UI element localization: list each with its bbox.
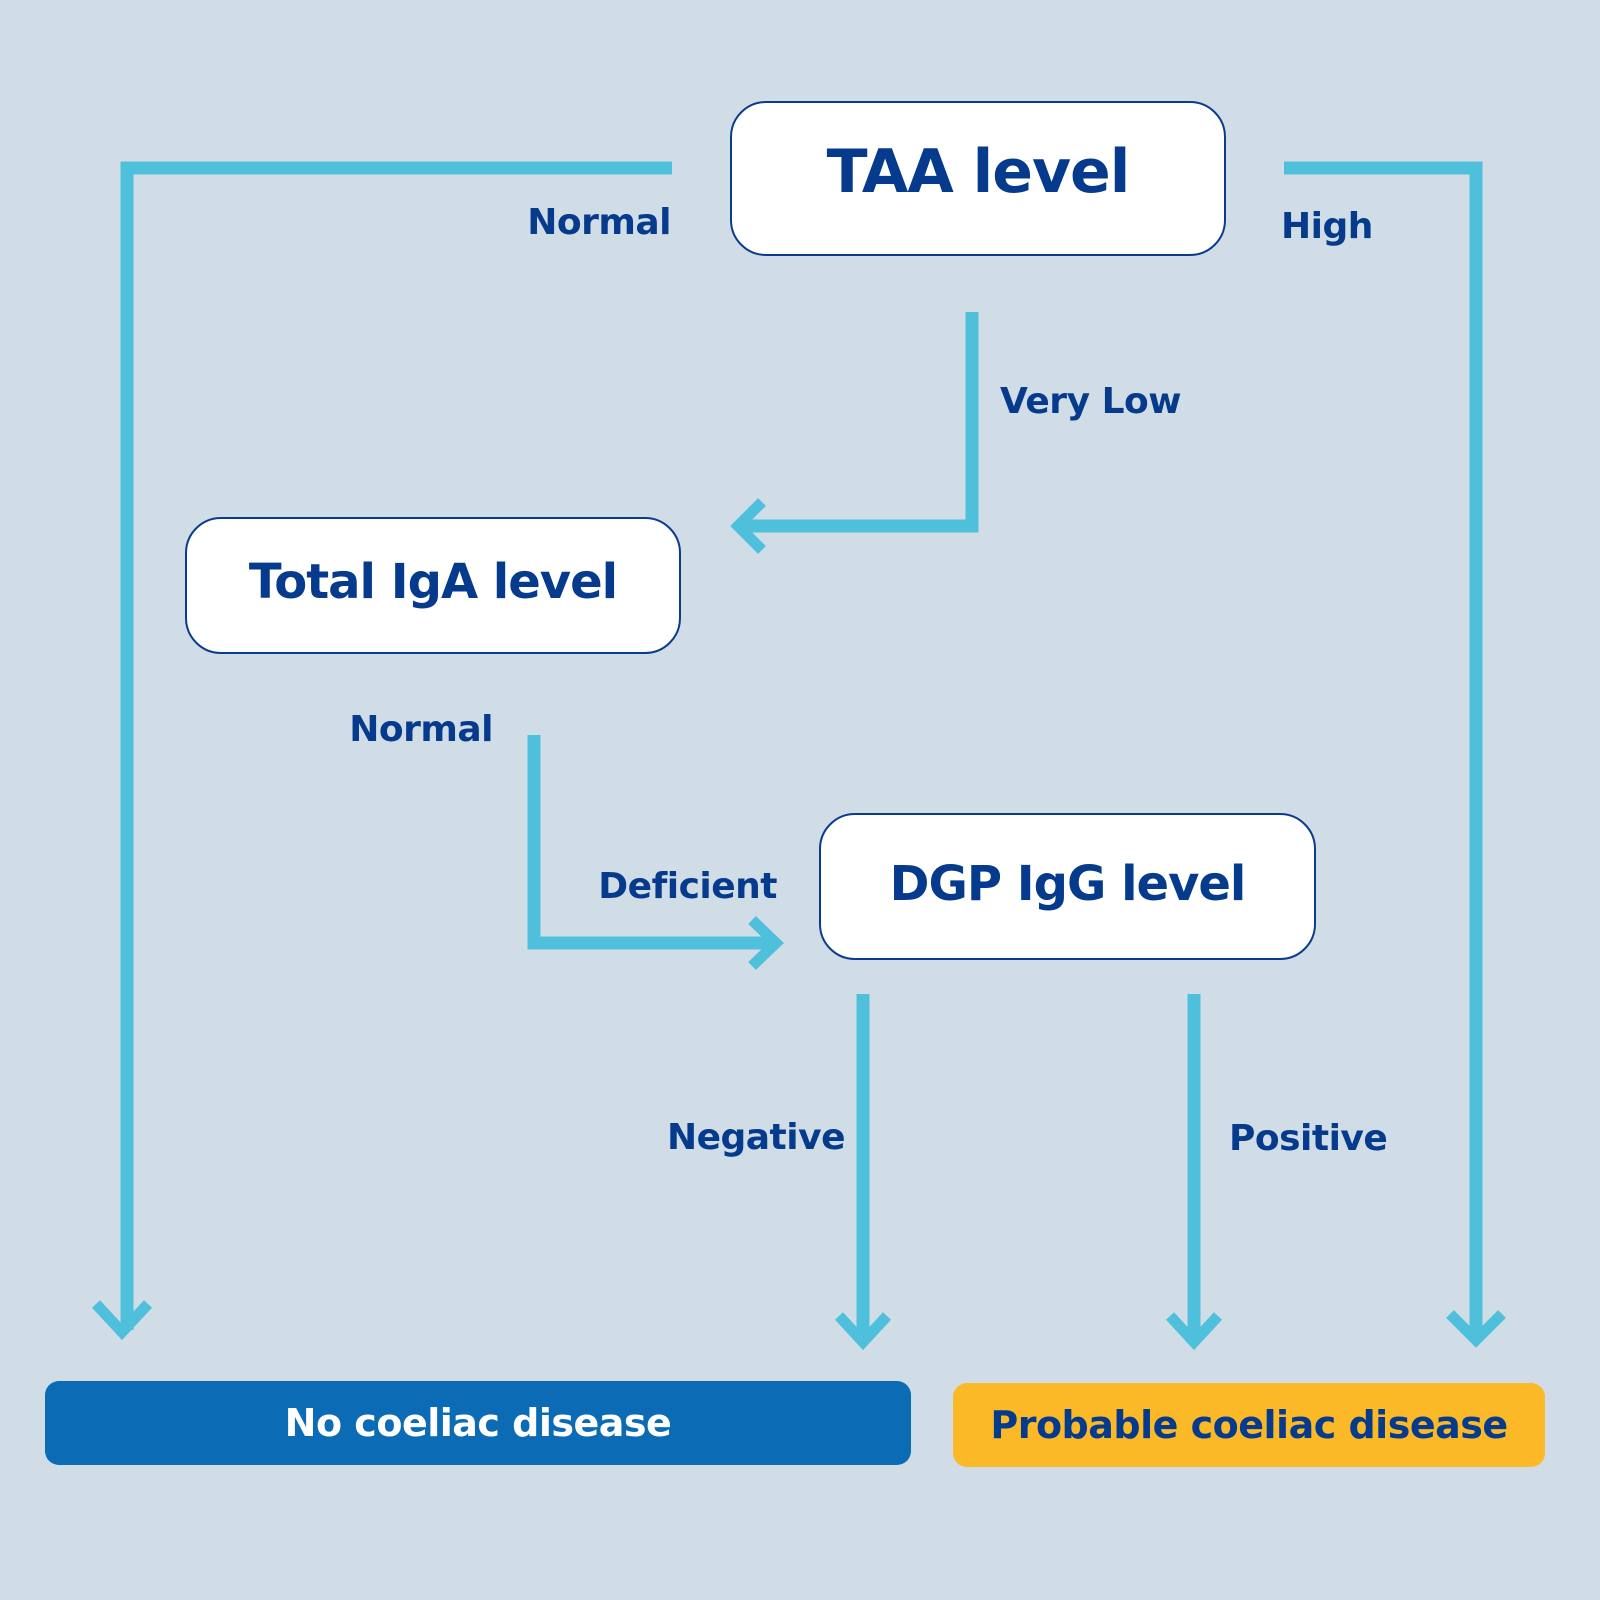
- outcome-probable-label: Probable coeliac disease: [990, 1403, 1508, 1447]
- edge-label-taa-normal: Normal: [527, 202, 671, 243]
- arrowhead-down-icon: [1446, 1310, 1506, 1348]
- connector-iga-deficient: [527, 735, 774, 950]
- edge-label-dgp-positive: Positive: [1229, 1118, 1388, 1159]
- node-total-iga-label: Total IgA level: [248, 553, 618, 610]
- edge-label-dgp-negative: Negative: [666, 1117, 846, 1158]
- connector-taa-high: [1284, 161, 1483, 1336]
- edge-label-taa-very-low: Very Low: [1000, 381, 1182, 422]
- outcome-probable-coeliac-disease: Probable coeliac disease: [953, 1383, 1545, 1467]
- edge-label-taa-high: High: [1281, 206, 1373, 247]
- outcome-no-coeliac-disease: No coeliac disease: [45, 1381, 911, 1465]
- node-dgp-igg-level: DGP IgG level: [819, 813, 1316, 960]
- arrowhead-down-icon: [834, 1312, 892, 1351]
- node-taa-label: TAA level: [826, 136, 1131, 207]
- node-taa-level: TAA level: [730, 101, 1226, 256]
- arrowhead-down-icon: [91, 1300, 153, 1341]
- edge-label-iga-normal: Normal: [349, 709, 493, 750]
- node-dgp-igg-label: DGP IgG level: [889, 855, 1247, 912]
- outcome-no-label: No coeliac disease: [284, 1401, 672, 1445]
- connector-taa-verylow: [738, 312, 979, 533]
- node-total-iga-level: Total IgA level: [185, 517, 681, 654]
- connector-taa-normal: [120, 161, 672, 1330]
- arrowhead-left-icon: [730, 498, 766, 554]
- edge-label-iga-deficient: Deficient: [598, 866, 777, 907]
- arrowhead-right-icon: [748, 916, 784, 970]
- arrowhead-down-icon: [1165, 1312, 1223, 1351]
